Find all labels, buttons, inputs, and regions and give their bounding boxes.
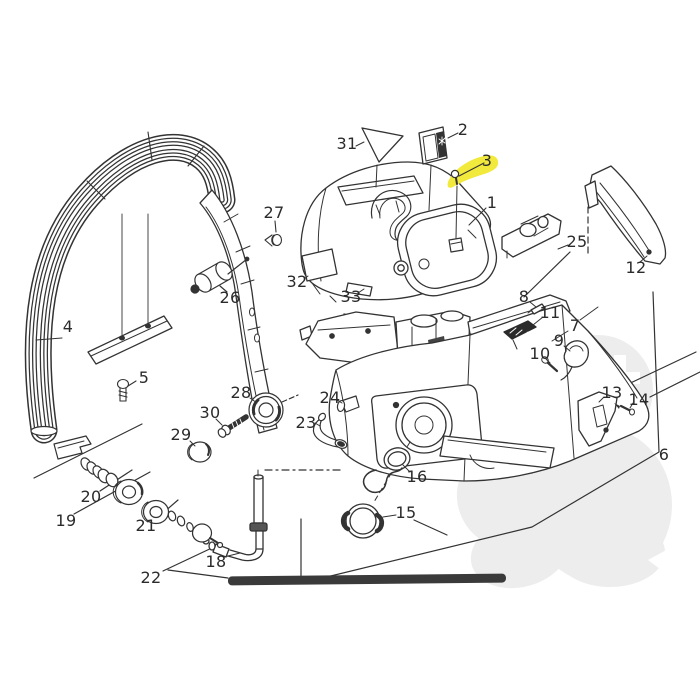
handle-mount-bar [87,315,173,365]
part-label-20[interactable]: 20 [80,487,102,506]
part-label-9[interactable]: 9 [553,331,565,350]
bottom-left-parts [53,392,360,549]
part-label-3[interactable]: 3 [481,151,493,170]
part-label-11[interactable]: 11 [539,303,561,322]
front-handle [24,131,283,444]
clip-19 [53,435,92,460]
part-label-14[interactable]: 14 [628,390,650,409]
catcher-9 [563,340,589,368]
orings-21 [167,510,194,532]
part-label-8[interactable]: 8 [518,287,530,306]
screw-3 [448,162,485,253]
part-32-plate [301,248,338,282]
spring-stack-20 [80,457,170,525]
hardware-7-11 [503,301,599,381]
part-label-18[interactable]: 18 [205,552,227,571]
part-label-10[interactable]: 10 [529,344,551,363]
part-label-2[interactable]: 2 [457,120,469,139]
part-label-30[interactable]: 30 [199,403,221,422]
cap-retainer [362,467,403,494]
part-label-25[interactable]: 25 [566,232,588,251]
part-label-22[interactable]: 22 [140,568,162,587]
top-cover [300,126,498,324]
cover-12 [584,165,667,265]
part-label-1[interactable]: 1 [486,193,498,212]
chassis-plate [305,311,399,364]
part-label-16[interactable]: 16 [406,467,428,486]
screw-27 [264,220,283,247]
part-label-23[interactable]: 23 [295,413,317,432]
part-33-strip [345,282,373,297]
damper-26 [190,258,248,294]
pin-8 [530,303,546,315]
right-parts [501,165,667,447]
part-label-15[interactable]: 15 [395,503,417,522]
screw-14 [614,402,635,416]
part-label-27[interactable]: 27 [263,203,285,222]
part-3-highlight [447,155,499,188]
part-label-19[interactable]: 19 [55,511,77,530]
frame-lines [33,206,700,583]
grommet-28 [248,392,284,428]
bracket-25 [501,213,569,259]
part-2-switch-plate [418,126,459,211]
bolt-30 [215,414,249,438]
washer-29 [187,440,212,463]
gasket-16 [383,447,411,473]
part-label-31[interactable]: 31 [336,134,358,153]
part-label-13[interactable]: 13 [601,383,623,402]
end-bushing-22 [191,523,224,549]
guide-bar [227,573,506,586]
part-label-28[interactable]: 28 [230,383,252,402]
elbow-23 [312,412,348,449]
handle-strap [199,189,278,434]
part-label-7[interactable]: 7 [569,316,581,335]
cone-24 [336,395,360,413]
part-label-33[interactable]: 33 [340,287,362,306]
handle-underside [439,435,555,469]
latch-13 [577,391,618,447]
latch-11 [503,320,537,340]
screw-5 [116,378,137,402]
part-label-6[interactable]: 6 [658,445,670,464]
part-label-12[interactable]: 12 [625,258,647,277]
part-label-5[interactable]: 5 [138,368,150,387]
fuel-cap-15 [340,503,397,539]
part-label-26[interactable]: 26 [219,288,241,307]
fuel-pipe-18 [202,469,268,562]
part-31-triangle [361,127,404,163]
part-label-32[interactable]: 32 [286,272,308,291]
part-label-29[interactable]: 29 [170,425,192,444]
part-label-24[interactable]: 24 [319,388,341,407]
part-label-21[interactable]: 21 [135,516,157,535]
part-label-4[interactable]: 4 [62,317,74,336]
